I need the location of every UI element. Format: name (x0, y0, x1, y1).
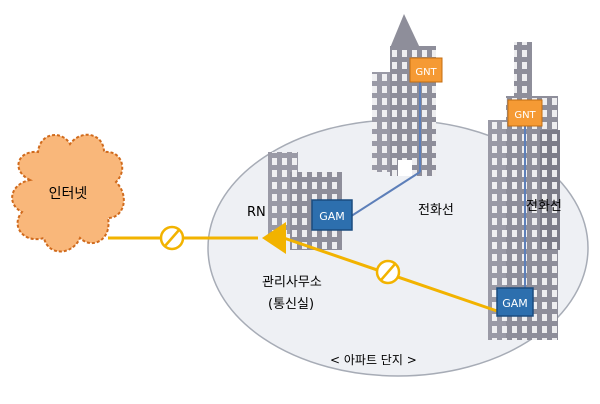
gnt-box-right: GNT (507, 99, 543, 127)
gam-box-office: GAM (311, 199, 353, 231)
office-label-line1: 관리사무소 (262, 275, 322, 290)
gam-label-office: GAM (319, 210, 345, 223)
phone-wire-center-diag (341, 171, 421, 223)
internet-label: 인터넷 (49, 186, 88, 202)
office-label-line2: (통신실) (268, 297, 314, 312)
internet-cloud: 인터넷 (11, 133, 125, 253)
gam-box-building: GAM (496, 287, 534, 317)
rn-label: RN (247, 205, 266, 220)
gnt-label-center: GNT (415, 67, 437, 78)
rn-arrowhead (262, 222, 286, 254)
splitter-icon-left (159, 225, 185, 251)
phone-line-label-left: 전화선 (418, 203, 454, 218)
splitter-icon-right (375, 259, 401, 285)
gam-label-building: GAM (502, 297, 528, 310)
apartment-complex-label: < 아파트 단지 > (330, 353, 417, 367)
phone-line-label-right: 전화선 (526, 199, 562, 214)
gnt-label-right: GNT (514, 110, 536, 121)
building-center (372, 14, 436, 176)
gnt-box-center: GNT (409, 57, 443, 83)
